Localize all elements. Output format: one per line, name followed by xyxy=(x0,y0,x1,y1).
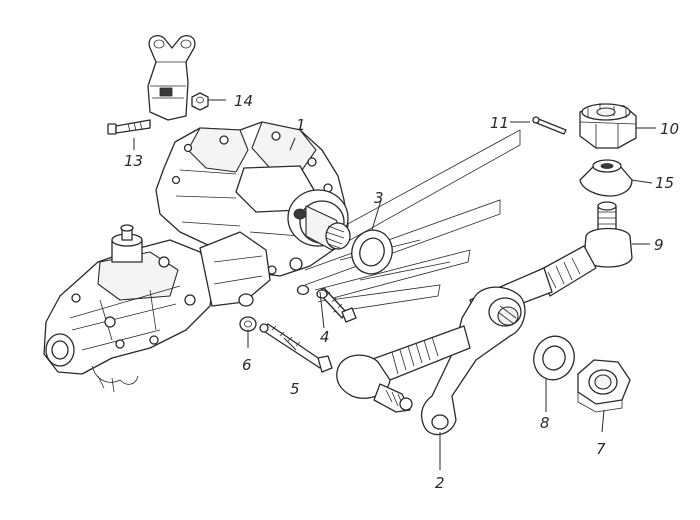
part-6-washer xyxy=(239,316,257,332)
part-11-cotter-pin xyxy=(532,116,567,135)
label-7: 7 xyxy=(596,440,606,458)
label-6: 6 xyxy=(242,356,252,374)
label-2: 2 xyxy=(435,474,445,492)
part-5-long-bolt xyxy=(259,323,333,373)
label-10: 10 xyxy=(660,120,679,138)
label-9: 9 xyxy=(654,236,664,254)
part-8-washer xyxy=(533,335,575,381)
part-1-steering-gear-housing xyxy=(155,121,351,277)
part-2-pitman-arm xyxy=(336,286,526,436)
pump-valve-assembly xyxy=(43,224,271,393)
label-15: 15 xyxy=(655,174,674,192)
label-8: 8 xyxy=(540,414,550,432)
part-4-bolt xyxy=(296,284,357,323)
callout-labels: 1 2 3 4 5 6 7 8 9 10 11 13 14 15 xyxy=(124,92,679,492)
label-14: 14 xyxy=(234,92,253,110)
label-5: 5 xyxy=(290,380,300,398)
clamp-bracket xyxy=(147,34,196,121)
part-10-castle-nut xyxy=(579,103,637,149)
leader-lines xyxy=(133,99,656,470)
label-11: 11 xyxy=(490,114,509,132)
label-1: 1 xyxy=(296,116,306,134)
part-3-seal-ring xyxy=(351,229,393,275)
part-7-hex-nut xyxy=(577,359,631,413)
label-3: 3 xyxy=(374,189,384,207)
part-14-nut xyxy=(191,92,209,111)
part-15-dust-boot xyxy=(579,159,633,197)
label-4: 4 xyxy=(320,328,330,346)
label-13: 13 xyxy=(124,152,143,170)
part-13-bolt xyxy=(107,119,151,135)
